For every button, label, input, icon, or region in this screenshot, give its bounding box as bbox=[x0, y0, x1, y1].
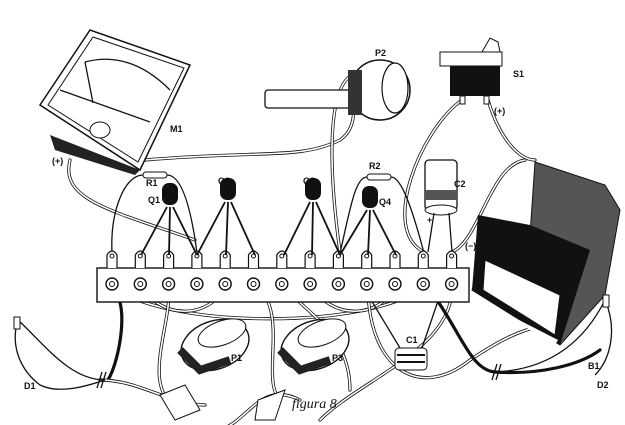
transistor-q1 bbox=[140, 183, 198, 256]
potentiometer-p3 bbox=[254, 318, 350, 421]
label-q4: Q4 bbox=[379, 197, 391, 207]
terminal bbox=[246, 250, 261, 291]
label-d1: D1 bbox=[24, 381, 36, 391]
meter-m1 bbox=[38, 29, 192, 175]
label-q2: Q2 bbox=[218, 176, 230, 186]
capacitor-c1 bbox=[367, 294, 441, 371]
battery-b1 bbox=[471, 161, 621, 346]
terminal bbox=[444, 250, 459, 291]
potentiometer-p1 bbox=[159, 318, 250, 421]
label-s1-plus: (+) bbox=[494, 106, 505, 116]
label-q1: Q1 bbox=[148, 195, 160, 205]
terminal bbox=[416, 250, 430, 291]
figure-caption: figura 8 bbox=[292, 397, 337, 412]
label-q3: Q3 bbox=[303, 176, 315, 186]
transistor-q2 bbox=[196, 178, 256, 256]
label-p1: P1 bbox=[231, 353, 242, 363]
led-d1 bbox=[13, 316, 107, 390]
label-p3: P3 bbox=[332, 353, 343, 363]
terminal bbox=[360, 250, 374, 291]
switch-s1 bbox=[439, 37, 503, 105]
label-c2: C2 bbox=[454, 179, 466, 189]
terminal bbox=[190, 250, 204, 291]
terminal-strip bbox=[96, 250, 470, 303]
label-s1: S1 bbox=[513, 69, 524, 79]
terminal bbox=[275, 250, 289, 291]
terminal bbox=[303, 250, 317, 291]
label-p2: P2 bbox=[375, 48, 386, 58]
terminal bbox=[133, 250, 148, 291]
transistors bbox=[140, 178, 397, 256]
potentiometer-p2 bbox=[264, 59, 411, 121]
terminal bbox=[388, 250, 402, 291]
transistor-q3 bbox=[283, 178, 341, 256]
resistor-r1 bbox=[111, 171, 198, 254]
terminal bbox=[105, 250, 119, 291]
label-c1: C1 bbox=[406, 335, 418, 345]
terminal bbox=[161, 250, 176, 291]
label-r2: R2 bbox=[369, 161, 381, 171]
label-m1: M1 bbox=[170, 124, 183, 134]
resistor-r2 bbox=[339, 173, 425, 254]
label-r1: R1 bbox=[146, 178, 158, 188]
label-meter-plus: (+) bbox=[52, 156, 63, 166]
label-b1: B1 bbox=[588, 361, 600, 371]
led-d2 bbox=[491, 294, 613, 381]
transistor-q4 bbox=[339, 186, 397, 256]
label-d2: D2 bbox=[597, 380, 609, 390]
label-battery-minus: (−) bbox=[465, 241, 476, 251]
label-c2-plus: + bbox=[427, 215, 432, 225]
capacitor-c2 bbox=[424, 159, 458, 253]
